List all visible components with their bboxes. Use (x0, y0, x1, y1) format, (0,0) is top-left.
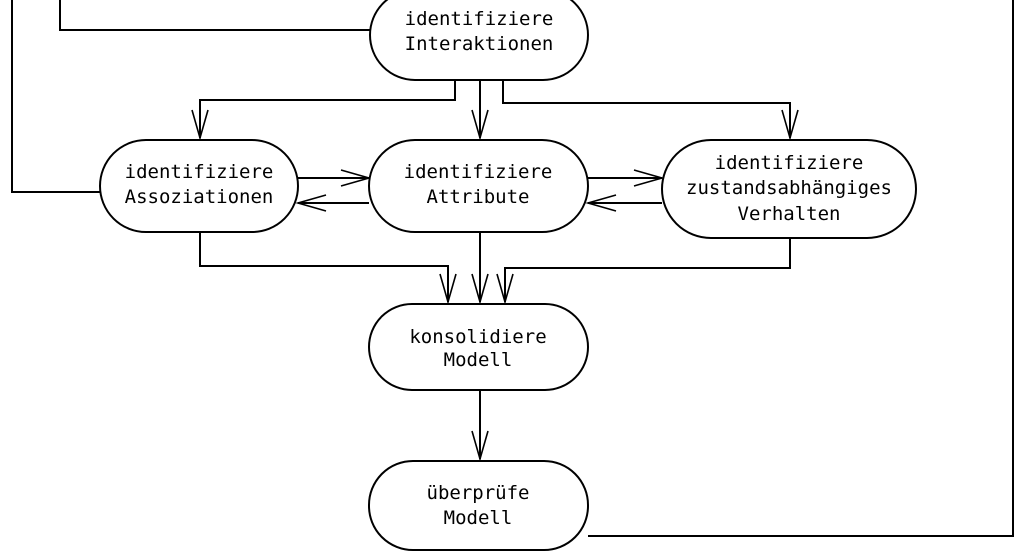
node-label-line2: Modell (444, 507, 513, 529)
arrowhead-down-ueberpruefe (471, 430, 489, 462)
node-identifiziere-assoziationen: identifiziere Assoziationen (99, 139, 299, 233)
node-identifiziere-interaktionen: identifiziere Interaktionen (369, 0, 589, 81)
node-label-line1: identifiziere (715, 152, 864, 174)
edge-assoziationen-loop (11, 0, 100, 193)
node-ueberpruefe-modell: überprüfe Modell (368, 460, 589, 551)
arrowhead-right-verhalten (633, 169, 665, 187)
node-label-line2: zustandsabhängiges (686, 177, 892, 199)
node-konsolidiere-modell: konsolidiere Modell (368, 303, 589, 391)
node-label-line2: Attribute (427, 186, 530, 208)
edge-assoziationen-konsolidiere (199, 232, 449, 302)
node-label-line1: konsolidiere (409, 326, 546, 348)
node-label-line2: Assoziationen (125, 186, 274, 208)
node-label-line1: überprüfe (427, 482, 530, 504)
arrowhead-down-assoziationen (191, 109, 209, 141)
edge-interaktionen-loop (59, 0, 370, 31)
node-label-line1: identifiziere (404, 161, 553, 183)
node-label-line3: Verhalten (738, 203, 841, 225)
node-label-line1: identifiziere (125, 161, 274, 183)
arrowhead-down-konsolidiere-2 (471, 273, 489, 305)
edges (11, 0, 1014, 537)
node-label-line2: Interaktionen (405, 33, 554, 55)
node-identifiziere-verhalten: identifiziere zustandsabhängiges Verhalt… (661, 139, 917, 239)
node-label-line2: Modell (444, 349, 513, 371)
arrowhead-left-assoziationen (295, 194, 327, 212)
edge-ueberpruefe-loop (588, 0, 1014, 537)
arrowhead-down-attribute (471, 109, 489, 141)
edge-verhalten-konsolidiere (504, 238, 791, 302)
node-identifiziere-attribute: identifiziere Attribute (368, 139, 589, 233)
node-label-line1: identifiziere (405, 8, 554, 30)
arrowhead-down-verhalten (781, 109, 799, 141)
arrowhead-left-attribute (585, 194, 617, 212)
arrowhead-down-konsolidiere-1 (439, 273, 457, 305)
arrowhead-down-konsolidiere-3 (496, 273, 514, 305)
edge-interaktionen-verhalten (502, 80, 791, 138)
edge-interaktionen-assoziationen (199, 80, 456, 138)
